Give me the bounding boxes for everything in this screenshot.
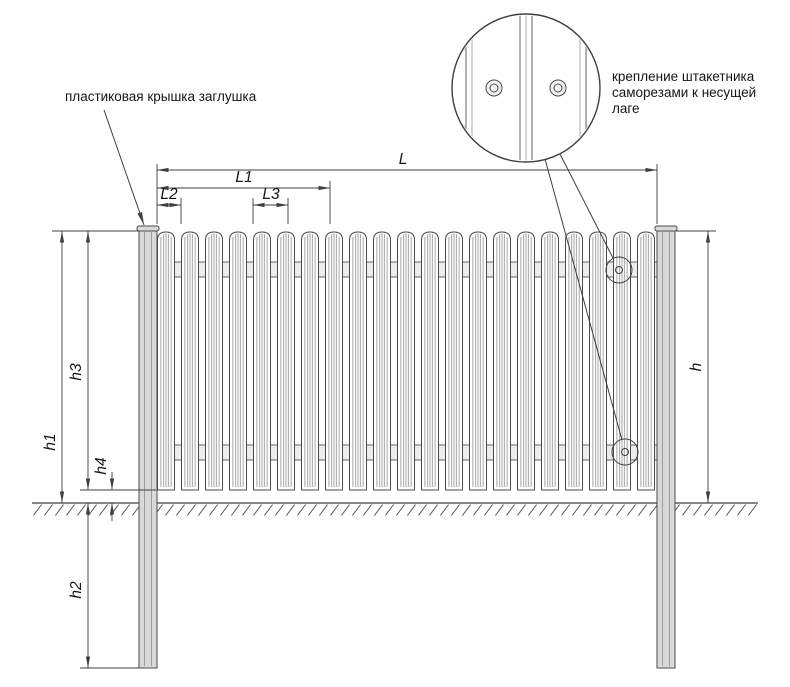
picket — [637, 231, 655, 491]
dimension-label-L1: L1 — [235, 169, 252, 186]
picket — [325, 231, 343, 491]
picket — [421, 231, 439, 491]
ground-hatch — [32, 504, 758, 516]
cap-leader-line — [103, 109, 145, 226]
detail-leader-bottom — [544, 158, 623, 441]
picket — [517, 231, 535, 491]
picket — [565, 231, 583, 491]
screw-bottom — [621, 448, 629, 456]
dimension-label-L2: L2 — [160, 186, 178, 203]
dimension-h1: h1 — [42, 230, 139, 503]
picket — [493, 231, 511, 491]
picket — [589, 231, 607, 491]
fastening-annotation: крепление штакетника саморезами к несуще… — [612, 69, 756, 116]
dimension-label-h1: h1 — [42, 433, 59, 450]
pickets — [157, 231, 655, 491]
dimension-label-h4: h4 — [93, 457, 110, 475]
dimension-L: L — [156, 151, 658, 224]
picket — [205, 231, 223, 491]
dimension-h2: h2 — [68, 503, 139, 669]
picket — [445, 231, 463, 491]
dimension-h4: h4 — [93, 457, 115, 521]
picket — [181, 231, 199, 491]
picket — [229, 231, 247, 491]
dimension-h: h — [676, 230, 716, 503]
screw-callout-circles — [605, 256, 639, 466]
fastening-annotation-line3: лаге — [612, 101, 640, 116]
dimension-L1: L1 — [157, 169, 331, 224]
picket — [253, 231, 271, 491]
right-post — [654, 225, 678, 669]
picket — [277, 231, 295, 491]
detail-screw-right — [549, 79, 567, 97]
cap-annotation: пластиковая крышка заглушка — [65, 89, 257, 226]
left-post — [136, 225, 160, 669]
picket — [349, 231, 367, 491]
picket — [301, 231, 319, 491]
screw-top — [615, 266, 623, 274]
screw-circle-bottom — [611, 438, 639, 466]
picket — [469, 231, 487, 491]
detail-leader-top — [559, 153, 614, 259]
dimension-h3: h3 — [68, 231, 156, 491]
dimension-label-h3: h3 — [68, 363, 85, 381]
fastening-annotation-line2: саморезами к несущей — [612, 85, 756, 100]
screw-circle-top — [605, 256, 633, 284]
dimension-label-h2: h2 — [68, 581, 85, 599]
dimension-label-h: h — [688, 363, 705, 372]
dimension-label-L3: L3 — [262, 186, 280, 203]
picket — [541, 231, 559, 491]
plastic-cap — [654, 225, 678, 232]
cap-annotation-text: пластиковая крышка заглушка — [65, 89, 257, 104]
picket — [373, 231, 391, 491]
picket — [157, 231, 175, 491]
dimension-L2: L2 — [157, 186, 182, 224]
dimension-L3: L3 — [252, 186, 289, 224]
detail-screw-left — [485, 79, 503, 97]
picket — [397, 231, 415, 491]
fastening-annotation-line1: крепление штакетника — [612, 69, 755, 84]
dimension-label-L: L — [399, 151, 408, 168]
plastic-cap — [136, 225, 160, 232]
